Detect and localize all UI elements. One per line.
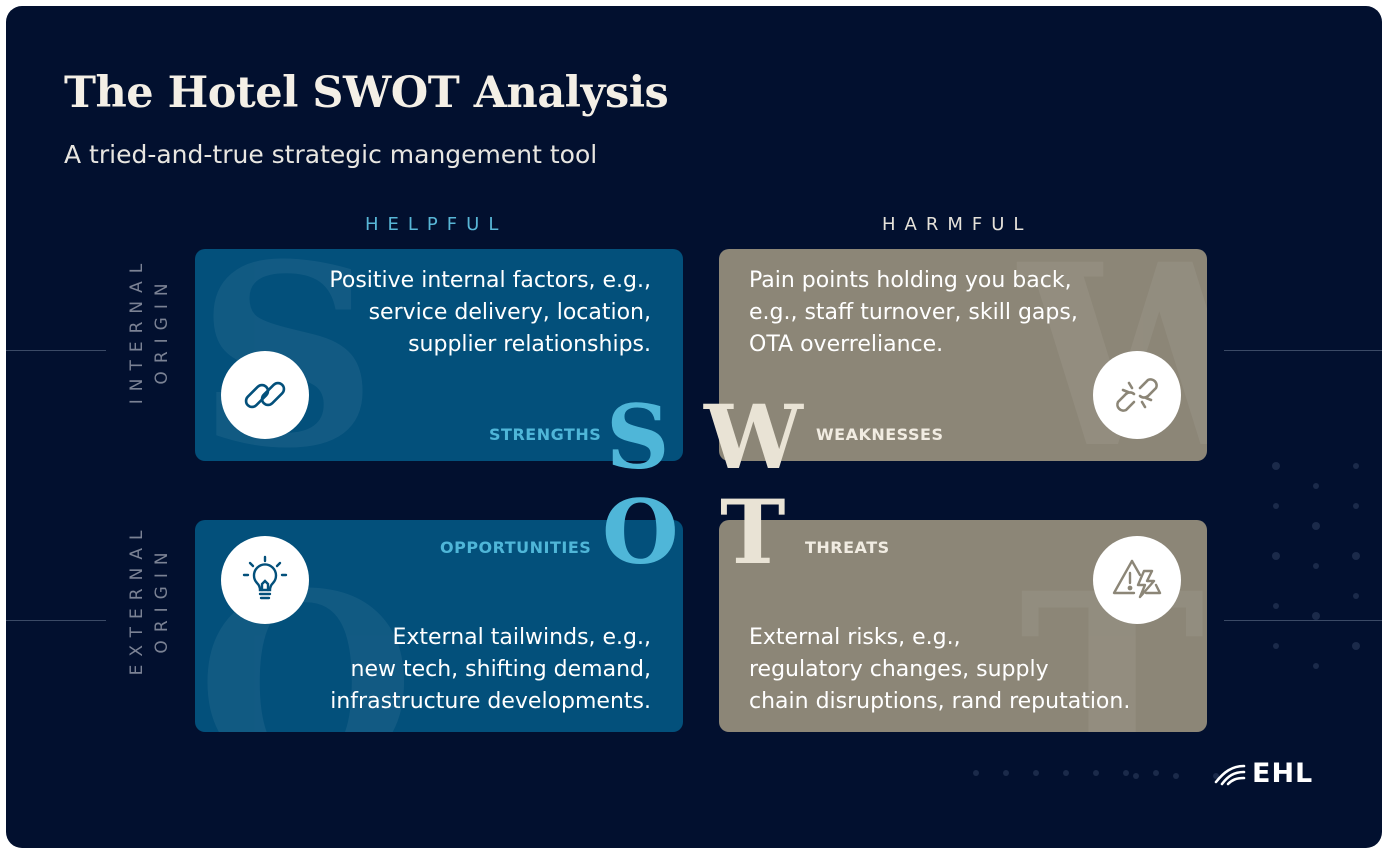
weaknesses-line-3: OTA overreliance. [749, 332, 944, 357]
divider-line-left-bottom [6, 620, 106, 621]
divider-line-left-top [6, 350, 106, 351]
infographic-frame: The Hotel SWOT Analysis A tried-and-true… [6, 6, 1382, 848]
opportunities-label: OPPORTUNITIES [440, 538, 592, 557]
ehl-logo: EHL [1214, 758, 1313, 789]
row-header-external: EXTERNAL ORIGIN [127, 522, 172, 676]
page-title: The Hotel SWOT Analysis [64, 68, 669, 118]
threats-line-1: External risks, e.g., [749, 625, 961, 650]
ehl-logo-text: EHL [1252, 758, 1314, 789]
opportunities-line-3: infrastructure developments. [330, 689, 651, 714]
strengths-line-1: Positive internal factors, e.g., [329, 268, 651, 293]
weaknesses-label: WEAKNESSES [816, 425, 944, 444]
strengths-line-3: supplier relationships. [408, 332, 651, 357]
threats-line-2: regulatory changes, supply [749, 657, 1049, 682]
threats-line-3: chain disruptions, rand reputation. [749, 689, 1131, 714]
lightbulb-icon [221, 536, 309, 624]
decorative-dots-bottom [973, 770, 1159, 776]
divider-line-right-bottom [1224, 620, 1382, 621]
chain-link-icon [221, 351, 309, 439]
opportunities-quadrant: O OPPORTUNITIES External tailwinds, e.g.… [195, 520, 683, 732]
weaknesses-quadrant: W Pain points holding you back, e.g., st… [719, 249, 1207, 461]
swot-letter-s: S [606, 385, 670, 489]
opportunities-line-1: External tailwinds, e.g., [392, 625, 651, 650]
row-header-internal: INTERNAL ORIGIN [127, 255, 172, 405]
strengths-line-2: service delivery, location, [368, 300, 651, 325]
decorative-dots [1133, 462, 1360, 779]
strengths-description: Positive internal factors, e.g., service… [329, 265, 651, 361]
ehl-logo-mark-icon [1214, 764, 1246, 785]
threats-description: External risks, e.g., regulatory changes… [749, 622, 1130, 718]
swot-letter-t: T [720, 480, 786, 584]
threats-label: THREATS [805, 538, 890, 557]
weaknesses-line-1: Pain points holding you back, [749, 268, 1072, 293]
page-subtitle: A tried-and-true strategic mangement too… [64, 140, 598, 169]
weaknesses-line-2: e.g., staff turnover, skill gaps, [749, 300, 1078, 325]
swot-letter-o: O [602, 480, 679, 584]
warning-icon [1093, 536, 1181, 624]
threats-quadrant: T THREATS External risks, e.g., regulato… [719, 520, 1207, 732]
column-header-harmful: HARMFUL [882, 214, 1033, 235]
divider-line-right-top [1224, 350, 1382, 351]
opportunities-line-2: new tech, shifting demand, [350, 657, 651, 682]
opportunities-description: External tailwinds, e.g., new tech, shif… [330, 622, 651, 718]
strengths-label: STRENGTHS [489, 425, 602, 444]
broken-chain-icon [1093, 351, 1181, 439]
weaknesses-description: Pain points holding you back, e.g., staf… [749, 265, 1078, 361]
swot-letter-w: W [704, 385, 803, 489]
column-header-helpful: HELPFUL [365, 214, 508, 235]
strengths-quadrant: S Positive internal factors, e.g., servi… [195, 249, 683, 461]
